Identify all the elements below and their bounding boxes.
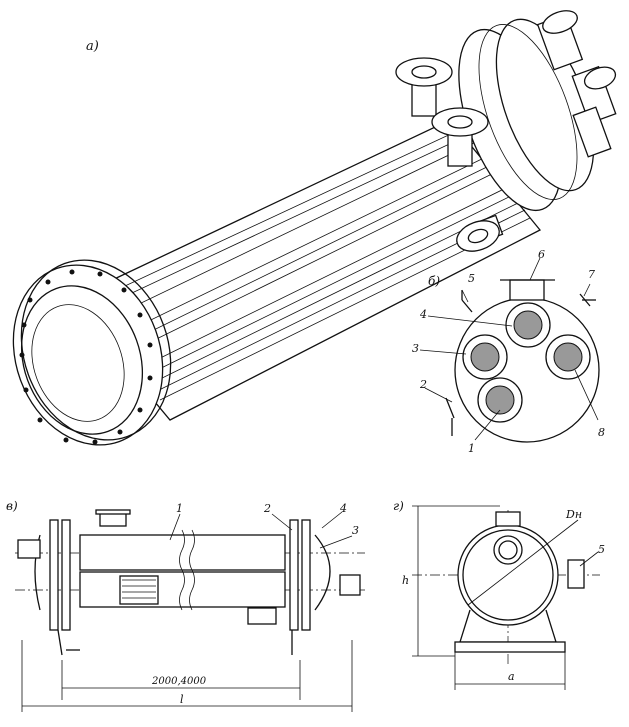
left-end-flange [12, 259, 172, 446]
panel-a-isometric-view: а) [12, 10, 617, 446]
panel-g-end-view: г) Dн 5 h a [393, 499, 605, 690]
dim-width: a [508, 670, 515, 683]
callout-b-3: 3 [412, 342, 419, 355]
callout-v-3: 3 [352, 524, 359, 537]
panel-g-label: г) [393, 499, 404, 513]
callout-b-6: 6 [538, 248, 545, 261]
panel-v-elevation: в) 2000 [6, 499, 365, 712]
callout-g-5: 5 [598, 543, 605, 556]
dim-diameter: Dн [565, 508, 582, 521]
inlet-nozzle-2 [431, 107, 489, 167]
callout-b-2: 2 [419, 378, 427, 391]
panel-b-label: б) [428, 274, 440, 288]
callout-b-4: 4 [419, 308, 427, 321]
callout-v-1: 1 [176, 502, 183, 515]
inlet-nozzle-1 [395, 57, 453, 117]
left-flange-bolts [19, 269, 153, 445]
callout-b-1: 1 [468, 442, 475, 455]
dim-height: h [402, 574, 409, 587]
right-head-assembly [458, 10, 617, 212]
tube-bundle [94, 124, 531, 401]
callout-b-8: 8 [598, 426, 605, 439]
panel-a-label: а) [86, 39, 99, 54]
panel-v-label: в) [6, 499, 18, 513]
dim-tube-length: 2000,4000 [151, 676, 207, 687]
callout-b-5: 5 [468, 272, 475, 285]
dim-total-length: l [180, 693, 184, 706]
callout-b-7: 7 [588, 268, 595, 281]
side-nozzle [456, 214, 504, 252]
callout-v-2: 2 [263, 502, 271, 515]
callout-v-4: 4 [339, 502, 347, 515]
panel-b-cross-section: б) 1 2 3 4 [412, 248, 605, 455]
tube-sections [462, 302, 591, 423]
